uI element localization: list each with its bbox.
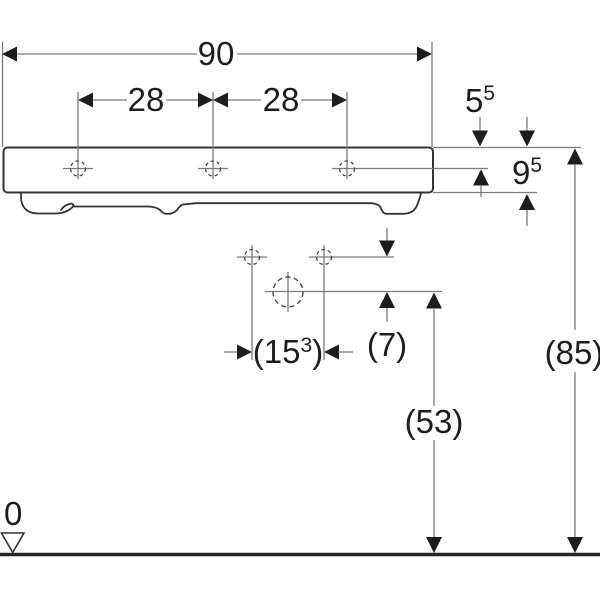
mounting-hole-symbol-left — [237, 245, 267, 360]
arrowhead-down — [472, 130, 488, 147]
dim-apron-height: 95 — [512, 117, 542, 226]
dim-superscript: 5 — [483, 82, 495, 105]
washbasin-front-outline — [2, 146, 434, 194]
arrowhead-left — [213, 92, 228, 108]
mounting-hole-circle — [315, 248, 333, 266]
dim-tap-spacing-left: 28 — [78, 81, 213, 118]
arrowhead-up — [379, 292, 395, 308]
dim-value: 9 — [512, 154, 530, 191]
dim-label-outlet-spacing: (153) — [253, 333, 323, 370]
dim-rim-height: (85) — [545, 148, 600, 553]
arrowhead-right — [332, 92, 347, 108]
dim-outlet-offset: (7) — [367, 228, 407, 363]
arrowhead-left — [324, 344, 339, 360]
tap-hole-circle — [338, 160, 356, 177]
dim-tap-spacing-right: 28 — [213, 81, 347, 118]
mounting-hole-symbol-right — [309, 245, 394, 360]
dim-label-rim-height: (85) — [545, 334, 600, 371]
arrowhead-up — [519, 194, 535, 210]
dim-outlet-spacing: (153) — [224, 333, 353, 370]
arrowhead-up — [473, 169, 489, 186]
tap-hole-symbol-center — [198, 158, 228, 179]
tap-hole-circle — [204, 160, 222, 177]
arrowhead-up — [426, 292, 442, 309]
dim-value: ) — [312, 333, 323, 370]
dim-value: 5 — [465, 82, 483, 119]
dim-label-overall-width: 90 — [198, 35, 235, 72]
dim-label-trap-height: (53) — [405, 403, 464, 440]
drain-circle — [272, 276, 304, 308]
dim-superscript: 3 — [301, 334, 313, 357]
arrowhead-down — [379, 240, 395, 257]
arrowhead-left — [2, 46, 17, 62]
arrowhead-down — [567, 537, 583, 553]
arrowhead-right — [198, 92, 213, 108]
mounting-hole-circle — [243, 248, 261, 266]
arrowhead-down — [519, 130, 535, 147]
dim-value: (15 — [253, 333, 301, 370]
washbasin-underside-profile — [20, 191, 422, 215]
dim-overall-width: 90 — [2, 35, 432, 72]
tap-hole-symbol-left — [63, 158, 93, 179]
drain-outlet-symbol — [265, 272, 442, 312]
dim-trap-height: (53) — [405, 292, 464, 553]
arrowhead-left — [78, 92, 93, 108]
dim-label-tap-spacing-right: 28 — [263, 81, 300, 118]
dim-label-outlet-offset: (7) — [367, 326, 407, 363]
tap-hole-symbol-right — [332, 158, 488, 179]
dim-taphole-setback: 55 — [465, 82, 495, 197]
arrowhead-up — [567, 148, 583, 165]
datum-triangle-icon — [0, 532, 26, 555]
dim-superscript: 5 — [530, 154, 542, 177]
dim-label-tap-spacing-left: 28 — [128, 81, 165, 118]
datum-zero-label: 0 — [4, 495, 22, 532]
tap-hole-circle — [69, 160, 87, 177]
arrowhead-down — [426, 537, 442, 553]
arrowhead-right — [417, 46, 432, 62]
dim-label-apron-height: 95 — [512, 154, 542, 191]
arrowhead-right — [237, 344, 252, 360]
dim-label-taphole-setback: 55 — [465, 82, 495, 119]
